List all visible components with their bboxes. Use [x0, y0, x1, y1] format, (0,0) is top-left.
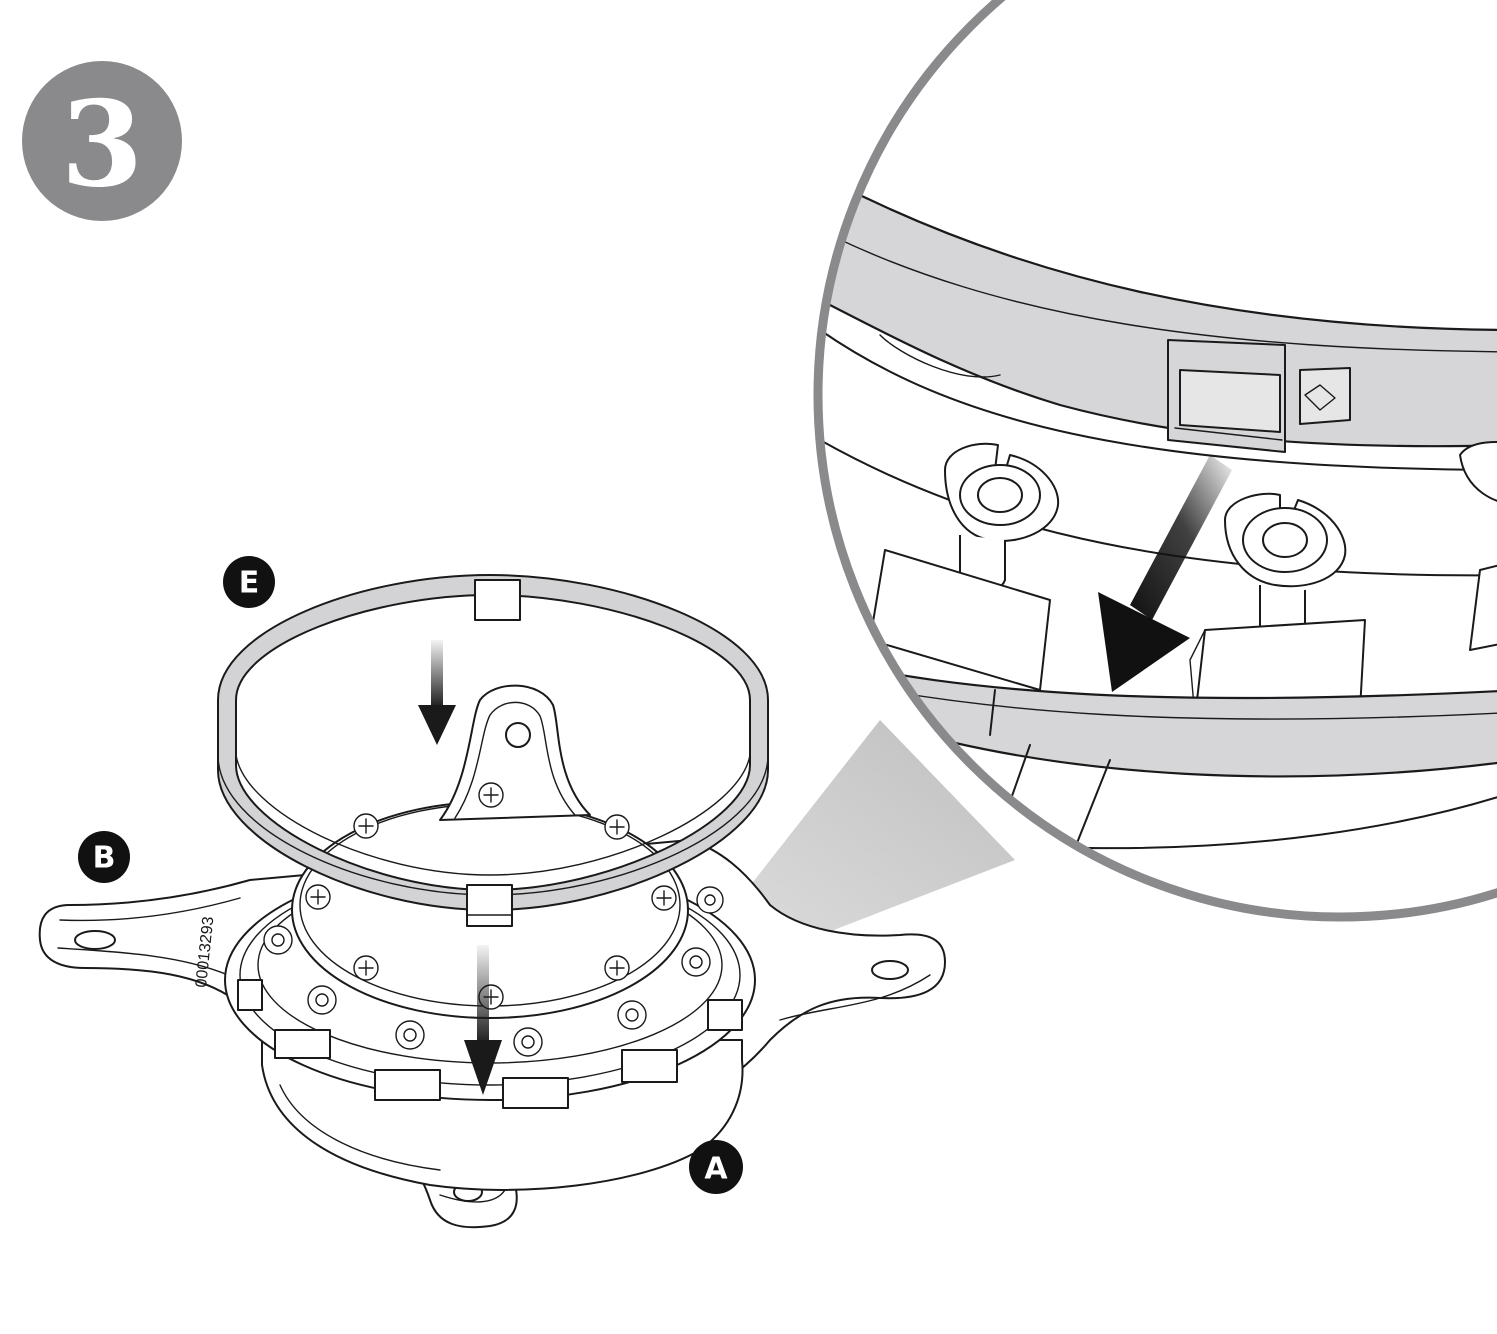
- step-badge-circle: [22, 61, 182, 221]
- press-down-arrow-top: [418, 640, 456, 745]
- magnifier-border: [813, 0, 1497, 922]
- pump-body: [224, 684, 756, 1191]
- label-bracket-b-text: B: [93, 841, 116, 876]
- zoom-clip-right: [1459, 441, 1497, 506]
- label-ring-e-text: E: [239, 566, 260, 601]
- plate-screws: [305, 782, 677, 1010]
- label-pump-a-text: A: [704, 1152, 728, 1187]
- screw-posts: [263, 886, 724, 1057]
- label-ring-e: E: [223, 556, 275, 608]
- press-down-arrow-bottom: [464, 945, 502, 1095]
- retention-tabs: [237, 979, 743, 1109]
- magnified-detail: [813, 0, 1497, 922]
- label-bracket-b: B: [78, 831, 130, 883]
- step-badge: 3: [22, 61, 182, 221]
- zoom-insert-arrow: [1098, 455, 1232, 692]
- zoom-clip-left: [944, 442, 1060, 593]
- step-number: 3: [61, 75, 143, 214]
- retention-ring: [217, 573, 769, 927]
- label-pump-a: A: [689, 1140, 743, 1194]
